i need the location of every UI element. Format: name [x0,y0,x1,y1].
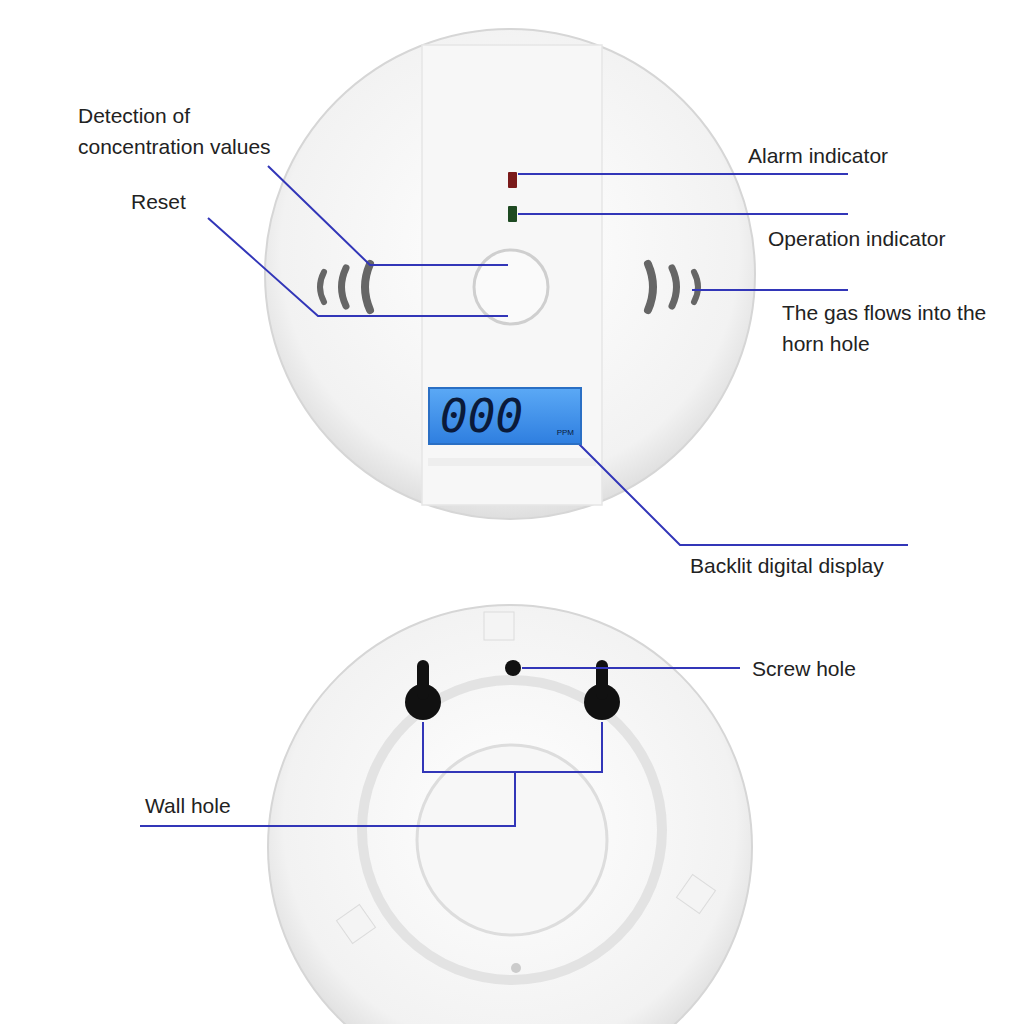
part-label: The gas flows into the horn hole [782,297,987,359]
part-label: Operation indicator [768,223,945,254]
part-label: Alarm indicator [748,140,888,171]
display-reading: 000 [440,391,523,441]
lcd-display: 000PPM [428,387,582,445]
part-label: Detection of concentration values [78,100,303,162]
part-label: Reset [131,186,186,217]
display-unit: PPM [557,428,574,437]
part-label: Backlit digital display [690,550,884,581]
part-label: Wall hole [145,790,231,821]
part-label: Screw hole [752,653,856,684]
